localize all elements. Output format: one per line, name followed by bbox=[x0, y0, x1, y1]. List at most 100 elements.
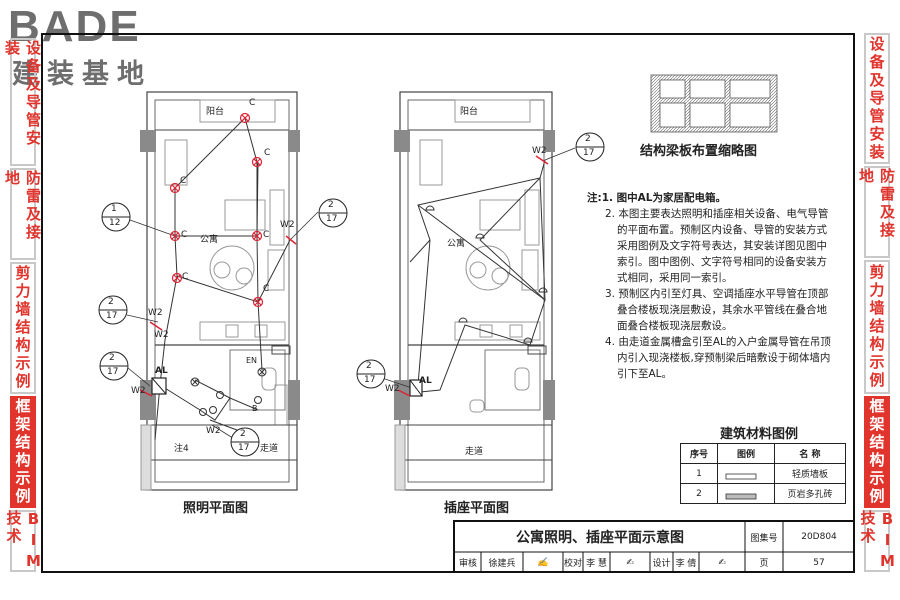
legend-row-name: 页岩多孔砖 bbox=[774, 483, 846, 504]
beam-sketch-title: 结构梁板布置缩略图 bbox=[640, 144, 758, 159]
lamp-label-4: C bbox=[181, 230, 188, 240]
tag-2-17-a-bottom: 17 bbox=[106, 311, 118, 321]
legend-row-name: 轻质墙板 bbox=[774, 463, 846, 484]
note-line: 叠合楼板现浇层敷设，其余水平管线在叠合地 bbox=[617, 304, 827, 316]
lighting-al-label: AL bbox=[155, 366, 168, 376]
note-line: 内引入现浇楼板,穿预制梁后暗敷设于砌体墙内 bbox=[617, 352, 831, 364]
lighting-w2-1: W2 bbox=[148, 308, 163, 318]
socket-w2-1: W2 bbox=[385, 384, 400, 394]
lamp-label-3: C bbox=[180, 176, 187, 186]
socket-balcony-label: 阳台 bbox=[460, 107, 479, 117]
lamp-label-7: C bbox=[263, 284, 270, 294]
drawing-frame bbox=[41, 33, 855, 573]
sidebar-tab-lightning[interactable]: 防雷及接地 bbox=[3, 168, 42, 260]
legend-table: 序号 图例 名 称 1 轻质墙板 2 页岩多孔砖 bbox=[680, 443, 846, 504]
lamp-label-5: C bbox=[263, 230, 270, 240]
socket-w2-2: W2 bbox=[532, 146, 547, 156]
lighting-balcony-label: 阳台 bbox=[206, 107, 225, 117]
tag-2-17-socket-b bbox=[356, 359, 386, 389]
sidebar-tab-frame[interactable]: 框架结构示例 bbox=[10, 396, 36, 508]
checker-signature: ✍ bbox=[626, 557, 634, 568]
title-block-grid bbox=[455, 522, 855, 573]
lighting-w2-4: W2 bbox=[280, 220, 295, 230]
socket-tag-b-bottom: 17 bbox=[364, 375, 376, 385]
note-line: 式相同，采用同一索引。 bbox=[617, 272, 733, 284]
page-label: 页 bbox=[759, 559, 769, 569]
note-line: 2. 本图主要表达照明和插座相关设备、电气导管 bbox=[605, 208, 829, 220]
socket-plan-title: 插座平面图 bbox=[444, 501, 510, 516]
socket-tag-a-top: 2 bbox=[585, 134, 591, 144]
sidebar-tab-shearwall-right[interactable]: 剪力墙结构示例 bbox=[864, 260, 890, 394]
reviewer-name: 徐建兵 bbox=[488, 559, 516, 569]
tag-1-12-bottom: 12 bbox=[109, 218, 121, 228]
designer-name: 李 倩 bbox=[675, 559, 697, 569]
note-line: 索引。图中图例、文字符号相同的设备安装方 bbox=[617, 256, 827, 268]
reviewer-signature: ✍ bbox=[537, 557, 549, 568]
socket-corridor-label: 走道 bbox=[465, 447, 484, 457]
legend-title: 建筑材料图例 bbox=[720, 427, 799, 442]
legend-header-symbol: 图例 bbox=[717, 443, 775, 464]
note-line: 注:1. 图中AL为家居配电箱。 bbox=[587, 192, 726, 204]
tag-2-17-d bbox=[230, 427, 260, 457]
legend-row-symbol bbox=[717, 463, 775, 484]
legend-header-no: 序号 bbox=[680, 443, 718, 464]
legend-header-row: 序号 图例 名 称 bbox=[680, 443, 846, 464]
tag-1-12-top: 1 bbox=[111, 204, 117, 214]
title-block: 公寓照明、插座平面示意图 图集号 20D804 审核 徐建兵 ✍ 校对 李 慧 … bbox=[453, 520, 855, 573]
check-label: 校对 bbox=[563, 559, 582, 569]
legend-row-symbol bbox=[717, 483, 775, 504]
lamp-label-2: C bbox=[264, 148, 271, 158]
logo-text: BADE bbox=[8, 2, 141, 51]
lighting-w2-3: W2 bbox=[131, 386, 146, 396]
tag-2-17-d-top: 2 bbox=[240, 429, 246, 439]
lighting-b-label: B bbox=[252, 404, 258, 413]
lighting-note4-label: 注4 bbox=[174, 444, 189, 454]
designer-signature: ✍ bbox=[718, 557, 726, 568]
socket-tag-b-top: 2 bbox=[366, 361, 372, 371]
legend-row-no: 2 bbox=[680, 483, 718, 504]
note-line: 4. 由走道金属槽盒引至AL的入户金属导管在吊顶 bbox=[605, 336, 831, 348]
tag-2-17-d-bottom: 17 bbox=[238, 443, 250, 453]
tag-1-12 bbox=[101, 202, 131, 232]
socket-plan bbox=[381, 91, 576, 491]
tag-2-17-c-bottom: 17 bbox=[326, 214, 338, 224]
legend-header-name: 名 称 bbox=[774, 443, 846, 464]
note-line: 引下至AL。 bbox=[617, 368, 673, 380]
lamp-label-1: C bbox=[249, 98, 256, 108]
checker-name: 李 慧 bbox=[586, 559, 607, 569]
note-line: 3. 预制区内引至灯具、空调插座水平导管在顶部 bbox=[605, 288, 829, 300]
tag-2-17-socket-a bbox=[575, 132, 605, 162]
lighting-plan-title: 照明平面图 bbox=[183, 501, 249, 516]
note-line: 的平面布置。预制区内设备、导管的安装方式 bbox=[617, 224, 827, 236]
tag-2-17-a bbox=[98, 295, 128, 325]
lighting-plan bbox=[126, 91, 319, 491]
socket-tag-a-bottom: 17 bbox=[583, 148, 595, 158]
review-label: 审核 bbox=[458, 559, 477, 569]
sidebar-tab-lightning-right[interactable]: 防雷及接地 bbox=[857, 166, 896, 258]
note-line: 采用图例及文字符号表达，其安装详图见图中 bbox=[617, 240, 827, 252]
notes-block: 注:1. 图中AL为家居配电箱。 2. 本图主要表达照明和插座相关设备、电气导管… bbox=[587, 190, 842, 382]
lamp-label-6: C bbox=[182, 272, 189, 282]
note-line: 面叠合楼板现浇层敷设。 bbox=[617, 320, 733, 332]
atlas-number: 20D804 bbox=[801, 532, 837, 542]
tag-2-17-b bbox=[99, 351, 129, 381]
lighting-w2-5: W2 bbox=[206, 426, 221, 436]
tag-2-17-c-top: 2 bbox=[328, 200, 334, 210]
sidebar-tab-shearwall[interactable]: 剪力墙结构示例 bbox=[10, 262, 36, 394]
lighting-w2-2: W2 bbox=[154, 330, 169, 340]
sidebar-tab-equipment[interactable]: 设备及导管安装 bbox=[3, 38, 42, 166]
sidebar-tab-bim-right[interactable]: BIM技术 bbox=[858, 509, 897, 573]
sidebar-tab-equipment-right[interactable]: 设备及导管安装 bbox=[864, 33, 890, 164]
legend-row-no: 1 bbox=[680, 463, 718, 484]
design-label: 设计 bbox=[652, 559, 671, 569]
lighting-corridor-label: 走道 bbox=[260, 444, 279, 454]
socket-apartment-label: 公寓 bbox=[447, 239, 466, 249]
page-number: 57 bbox=[813, 557, 825, 568]
beam-layout-sketch bbox=[650, 74, 778, 133]
sidebar-tab-bim[interactable]: BIM技术 bbox=[4, 509, 43, 573]
tag-2-17-b-top: 2 bbox=[109, 353, 115, 363]
drawing-title: 公寓照明、插座平面示意图 bbox=[516, 530, 684, 546]
sidebar-tab-frame-right[interactable]: 框架结构示例 bbox=[864, 396, 890, 508]
legend-row: 1 轻质墙板 bbox=[680, 463, 846, 484]
tag-2-17-c bbox=[318, 198, 348, 228]
